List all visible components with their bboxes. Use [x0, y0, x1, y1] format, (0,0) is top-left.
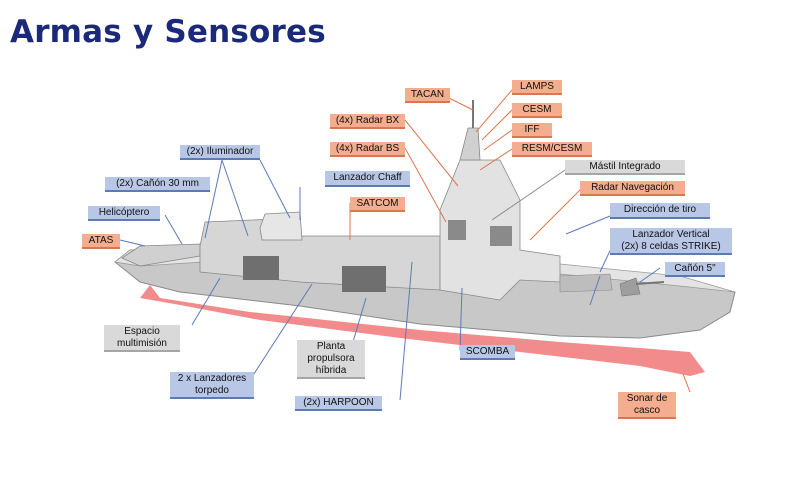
label-radar-bs: (4x) Radar BS [330, 142, 405, 157]
gun-barrel [635, 281, 665, 285]
vls-deck [559, 273, 613, 293]
label-iluminador: (2x) Iluminador [180, 145, 260, 160]
mast-top [459, 127, 481, 161]
label-espacio-multimision: Espacio multimisión [104, 325, 180, 352]
aft-mast-block [259, 211, 303, 241]
label-tacan: TACAN [405, 88, 450, 103]
label-cesm: CESM [512, 103, 562, 118]
slide-title: Armas y Sensores [10, 14, 326, 50]
hull-underwater [140, 285, 705, 376]
label-sonar-line2: casco [633, 404, 661, 416]
label-torpedo-line2: torpedo [195, 384, 229, 396]
label-planta-line3: híbrida [315, 364, 347, 376]
label-lanzador-chaff: Lanzador Chaff [325, 171, 410, 187]
label-atas: ATAS [82, 234, 120, 249]
leader-lines [119, 159, 661, 401]
label-torpedo-line1: 2 x Lanzadores [177, 372, 247, 384]
label-lanzadores-torpedo: 2 x Lanzadores torpedo [170, 372, 254, 399]
label-espacio-line1: Espacio [124, 325, 160, 337]
leader-lines-orange [349, 89, 691, 393]
label-lamps: LAMPS [512, 80, 562, 95]
hangar-window-1 [243, 256, 279, 280]
label-lanzador-vertical-line2: (2x) 8 celdas STRIKE) [621, 240, 721, 252]
label-sonar-line1: Sonar de [626, 392, 668, 404]
label-lanzador-vertical: Lanzador Vertical (2x) 8 celdas STRIKE) [610, 228, 732, 255]
hangar-window-2 [342, 266, 386, 292]
label-planta-propulsora: Planta propulsora híbrida [297, 340, 365, 379]
label-lanzador-vertical-line1: Lanzador Vertical [632, 228, 710, 240]
label-harpoon: (2x) HARPOON [295, 396, 382, 411]
label-espacio-line2: multimisión [116, 337, 167, 349]
label-scomba: SCOMBA [460, 345, 515, 360]
radar-face-2 [490, 226, 512, 246]
label-radar-bx: (4x) Radar BX [330, 114, 405, 129]
label-sonar-casco: Sonar de casco [618, 392, 676, 419]
label-canon-5: Cañón 5" [665, 262, 725, 277]
leader-lines-grey [491, 167, 569, 221]
label-mastil-integrado: Mástil Integrado [565, 160, 685, 175]
label-canon-30mm: (2x) Cañón 30 mm [105, 177, 210, 192]
label-helicoptero: Helicóptero [88, 206, 160, 221]
label-resm-cesm: RESM/CESM [512, 142, 592, 157]
label-satcom: SATCOM [350, 197, 405, 212]
label-direccion-tiro: Dirección de tiro [610, 203, 710, 219]
radar-face-1 [448, 220, 466, 240]
label-iff: IFF [512, 123, 552, 138]
label-planta-line2: propulsora [307, 352, 355, 364]
label-radar-navegacion: Radar Navegación [580, 181, 685, 196]
label-planta-line1: Planta [316, 340, 346, 352]
gun-turret [619, 277, 641, 297]
